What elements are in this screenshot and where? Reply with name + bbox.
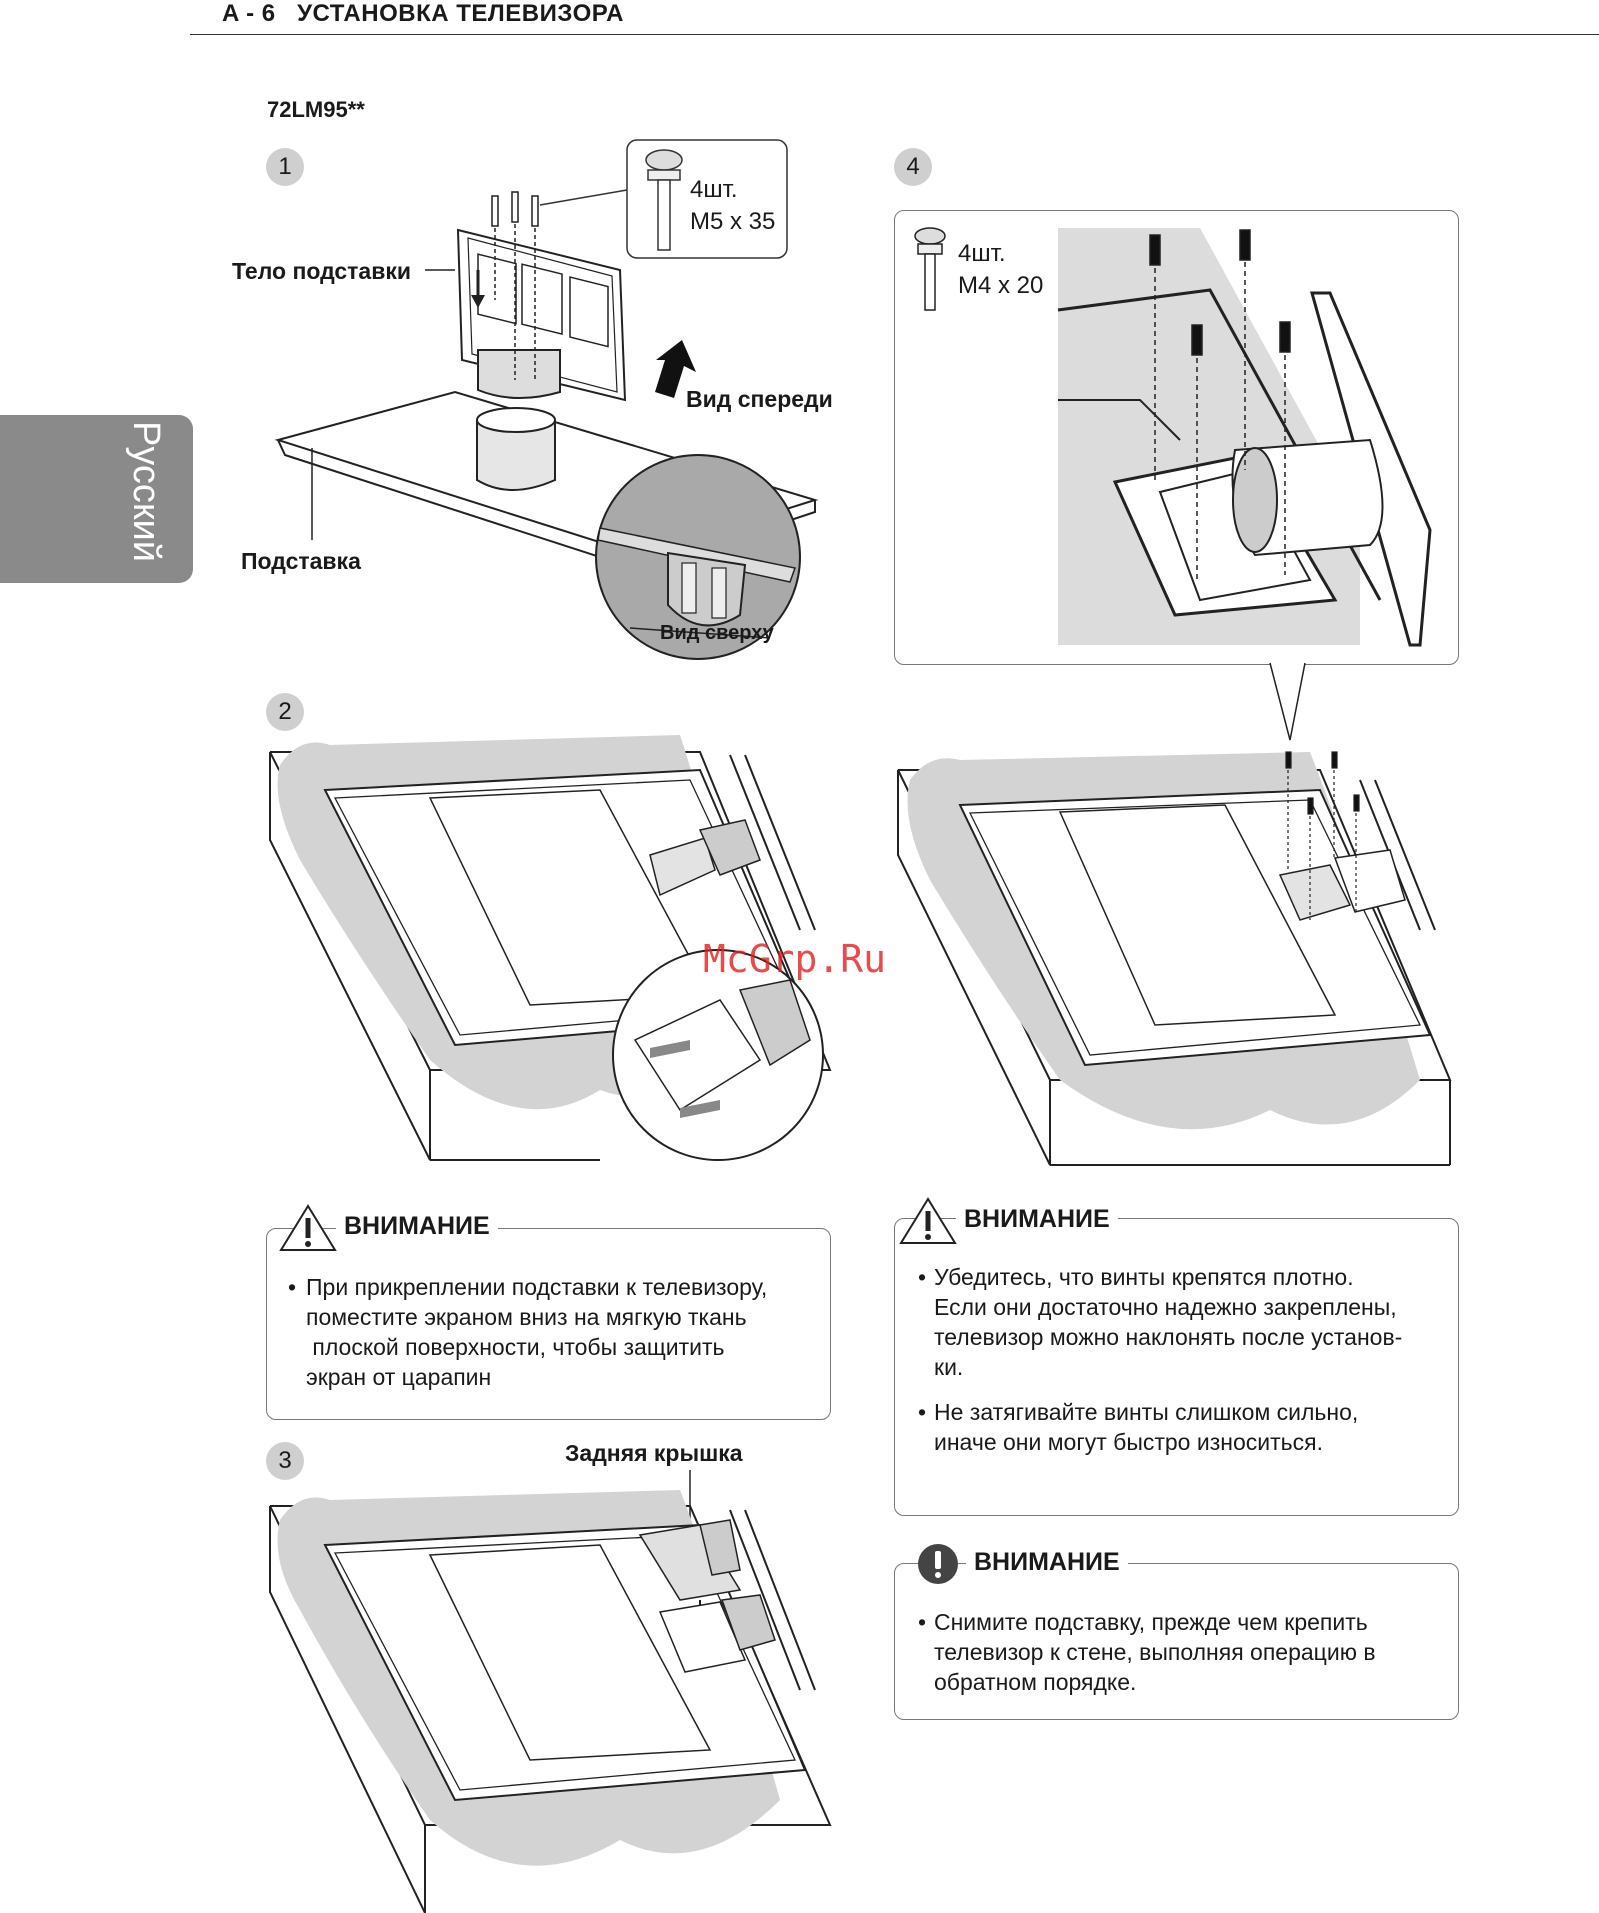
- step-4-badge: 4: [894, 148, 932, 186]
- warning-triangle-icon: [899, 1197, 957, 1244]
- bullet-icon: •: [918, 1399, 927, 1425]
- model-number: 72LM95**: [267, 97, 365, 122]
- page-header: A - 6 УСТАНОВКА ТЕЛЕВИЗОРА: [190, 0, 1599, 35]
- front-view-label: Вид спереди: [686, 386, 833, 412]
- screw-count-label: 4шт.: [958, 240, 1006, 267]
- stand-body-label: Тело подставки: [232, 258, 412, 284]
- step-3-badge: 3: [266, 1442, 304, 1480]
- step-2-badge: 2: [266, 693, 304, 731]
- back-cover-label: Задняя крышка: [565, 1440, 743, 1466]
- caution-title-2: ВНИМАНИЕ: [956, 1205, 1118, 1234]
- caution-box-3: [894, 1563, 1459, 1720]
- caution-2-text-1: Убедитесь, что винты крепятся плотно.Есл…: [934, 1264, 1403, 1380]
- warning-triangle-icon: [279, 1204, 337, 1251]
- bullet-icon: •: [918, 1609, 927, 1635]
- caution-1-text: При прикреплении подставки к телевизору,…: [306, 1274, 768, 1390]
- exclamation-circle-icon: [918, 1544, 958, 1584]
- stand-base-label: Подставка: [241, 548, 361, 574]
- step-1-badge: 1: [266, 148, 304, 186]
- language-tab: Русский: [0, 415, 193, 583]
- bullet-icon: •: [918, 1264, 927, 1290]
- bullet-icon: •: [288, 1274, 297, 1300]
- watermark: McGrp.Ru: [703, 937, 887, 981]
- screw-size-label: M5 x 35: [690, 208, 776, 235]
- caution-box-1: [266, 1228, 831, 1420]
- caution-box-2: [894, 1218, 1459, 1516]
- caution-title-1: ВНИМАНИЕ: [336, 1212, 498, 1241]
- language-label: Русский: [125, 421, 167, 562]
- page-title: A - 6 УСТАНОВКА ТЕЛЕВИЗОРА: [222, 0, 624, 27]
- top-view-label: Вид сверху: [660, 622, 774, 644]
- screw-count-label: 4шт.: [690, 176, 738, 203]
- screw-size-label: M4 x 20: [958, 272, 1044, 299]
- caution-title-3: ВНИМАНИЕ: [966, 1548, 1128, 1577]
- caution-2-text-2: Не затягивайте винты слишком сильно,инач…: [934, 1399, 1359, 1455]
